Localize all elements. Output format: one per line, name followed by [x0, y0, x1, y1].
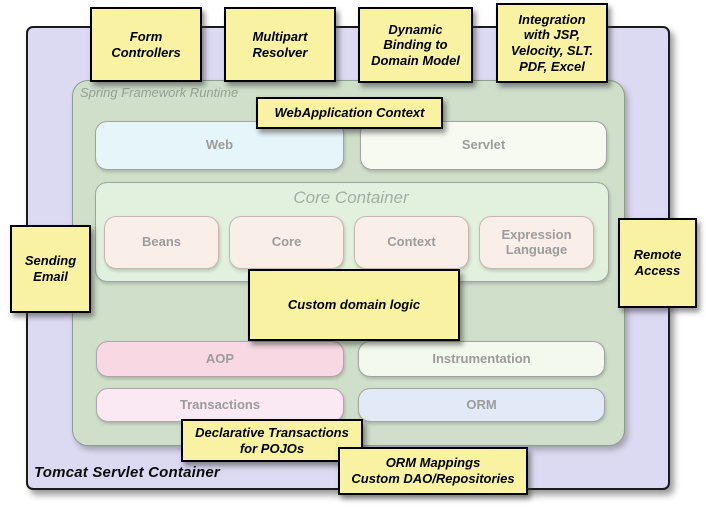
- note-orm-mappings: ORM Mappings Custom DAO/Repositories: [338, 447, 528, 495]
- module-instrumentation: Instrumentation: [358, 341, 605, 377]
- spring-runtime-label: Spring Framework Runtime: [80, 85, 239, 100]
- note-form-controllers: Form Controllers: [90, 7, 202, 82]
- module-web: Web: [95, 121, 344, 170]
- core-container-title: Core Container: [293, 188, 409, 207]
- module-transactions: Transactions: [96, 388, 344, 422]
- tomcat-container-label: Tomcat Servlet Container: [34, 464, 220, 481]
- note-dynamic-binding: Dynamic Binding to Domain Model: [358, 7, 473, 83]
- note-webapplication-context: WebApplication Context: [256, 97, 443, 129]
- note-remote-access: Remote Access: [618, 218, 697, 308]
- module-servlet: Servlet: [360, 121, 607, 170]
- note-multipart-resolver: Multipart Resolver: [224, 7, 336, 82]
- module-beans: Beans: [104, 216, 219, 269]
- note-sending-email: Sending Email: [10, 225, 91, 313]
- module-orm: ORM: [358, 388, 605, 422]
- note-declarative-transactions: Declarative Transactions for POJOs: [181, 419, 363, 462]
- note-integration-views: Integration with JSP, Velocity, SLT. PDF…: [496, 3, 608, 83]
- module-expression-language: Expression Language: [479, 216, 594, 269]
- module-context: Context: [354, 216, 469, 269]
- note-custom-domain-logic: Custom domain logic: [248, 269, 460, 341]
- module-aop: AOP: [96, 341, 344, 377]
- module-core: Core: [229, 216, 344, 269]
